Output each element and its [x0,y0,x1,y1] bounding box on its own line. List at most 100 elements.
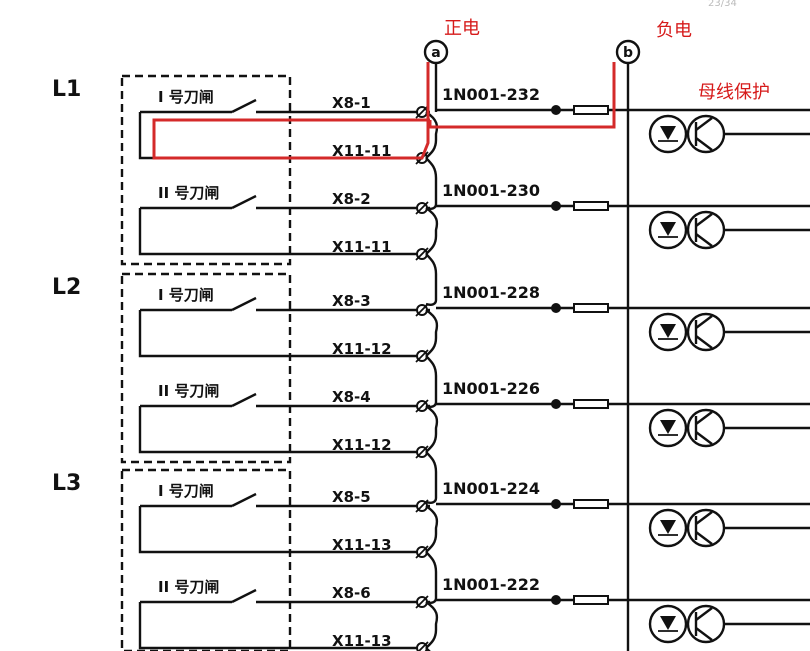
terminal-x11-label: X11-11 [332,238,392,256]
transistor-collector [695,315,713,329]
transistor-collector [695,213,713,227]
transistor-collector [695,411,713,425]
bus-link [425,551,438,604]
terminal-a-letter: a [431,45,440,61]
bus-protection-label: 母线保护 [698,82,770,103]
current-path-highlight [152,62,616,160]
bus-link [425,253,438,306]
terminal-block-slash [415,499,429,513]
switch-blade [231,296,257,312]
circuit-loop-wire [138,310,422,358]
bus-segment [425,505,439,553]
negative-label: 负电 [656,20,692,41]
diode-triangle-icon [660,520,676,534]
circuit-loop-wire [138,406,422,454]
switch-label: I 号刀闸 [158,482,214,500]
terminal-b-letter: b [623,45,633,61]
resistor-icon [573,303,609,313]
wire-number-label: 1N001-222 [442,575,540,594]
diode-triangle-icon [660,222,676,236]
terminal-block-slash [415,349,429,363]
transistor-emitter [695,137,713,151]
terminal-block-slash [415,445,429,459]
wire-number-label: 1N001-224 [442,479,540,498]
bus-segment [425,111,439,159]
bus-segment [425,309,439,357]
diode-triangle-icon [660,126,676,140]
line-label-l1: L1 [52,77,81,102]
switch-blade [231,98,257,114]
terminal-block-slash [415,303,429,317]
resistor-icon [573,595,609,605]
transistor-emitter [695,431,713,445]
bus-link [425,157,438,210]
resistor-icon [573,499,609,509]
switch-label: I 号刀闸 [158,88,214,106]
switch-blade [231,492,257,508]
terminal-x11-label: X11-13 [332,536,392,554]
switch-label: II 号刀闸 [158,578,219,596]
switch-label: II 号刀闸 [158,382,219,400]
bus-link [425,355,438,408]
switch-blade [231,194,257,210]
terminal-x8-label: X8-2 [332,190,371,208]
terminal-block-slash [417,641,429,651]
bus-segment [425,601,439,649]
terminal-x11-label: X11-12 [332,340,392,358]
transistor-collector [695,511,713,525]
wire-number-label: 1N001-228 [442,283,540,302]
bus-link [425,451,438,504]
circuit-loop-wire [138,506,422,554]
switch-label: I 号刀闸 [158,286,214,304]
terminal-x8-label: X8-6 [332,584,371,602]
diode-triangle-icon [660,420,676,434]
terminal-x8-label: X8-5 [332,488,371,506]
terminal-block-slash [415,105,429,119]
positive-label: 正电 [444,18,480,39]
bus-segment [425,405,439,453]
circuit-loop-wire [138,602,422,650]
terminal-x11-label: X11-12 [332,436,392,454]
switch-blade [231,392,257,408]
switch-blade [231,588,257,604]
page-number: 23/34 [708,0,737,9]
transistor-emitter [695,531,713,545]
terminal-x8-label: X8-3 [332,292,371,310]
transistor-emitter [695,233,713,247]
wire-number-label: 1N001-232 [442,85,540,104]
circuit-loop-wire [138,208,422,256]
switch-label: II 号刀闸 [158,184,219,202]
dashed-box-l3 [120,468,292,651]
wire-number-label: 1N001-226 [442,379,540,398]
transistor-emitter [695,335,713,349]
terminal-b-circle [615,39,641,65]
dashed-box-l1 [120,74,292,266]
bus-link [425,647,431,651]
diode-triangle-icon [660,616,676,630]
dashed-box-l2 [120,272,292,464]
terminal-x11-label: X11-11 [332,142,392,160]
highlight-negative-link [428,62,616,129]
diode-triangle-icon [660,324,676,338]
transistor-emitter [695,627,713,641]
bus-segment [425,207,439,255]
terminal-block-slash [415,545,429,559]
wire-number-label: 1N001-230 [442,181,540,200]
resistor-icon [573,201,609,211]
terminal-block-slash [415,201,429,215]
transistor-collector [695,117,713,131]
terminal-x8-label: X8-1 [332,94,371,112]
transistor-collector [695,607,713,621]
terminal-a-circle [423,39,449,65]
terminal-x8-label: X8-4 [332,388,371,406]
terminal-block-slash [415,595,429,609]
terminal-block-slash [415,247,429,261]
line-label-l2: L2 [52,275,81,300]
line-label-l3: L3 [52,471,81,496]
terminal-block-slash [415,399,429,413]
resistor-icon [573,399,609,409]
highlight-positive-loop [152,62,430,160]
terminal-x11-label: X11-13 [332,632,392,650]
